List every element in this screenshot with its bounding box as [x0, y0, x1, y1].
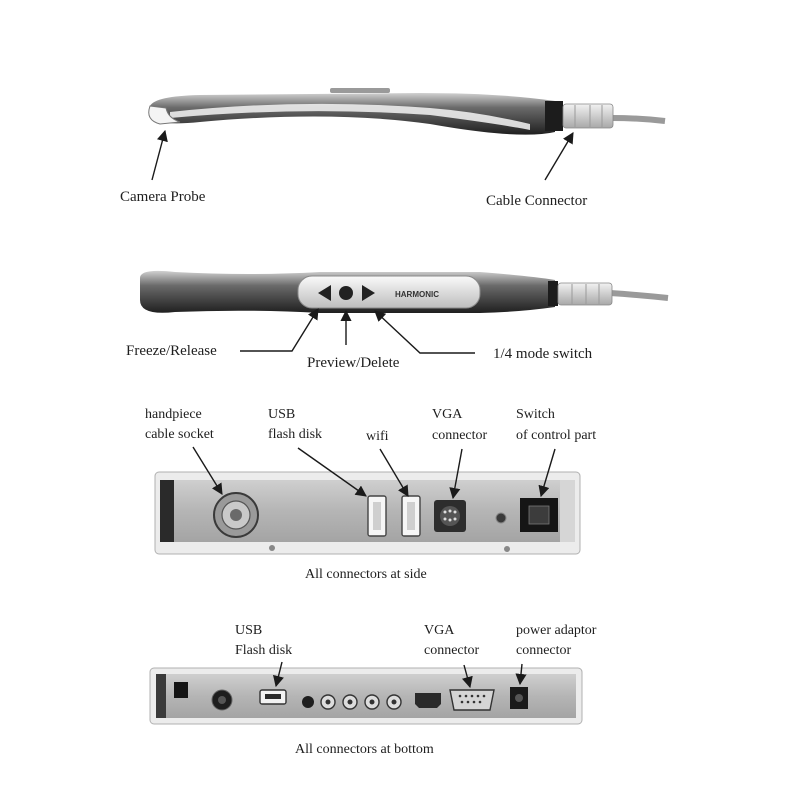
freeze-release-label: Freeze/Release — [126, 343, 217, 359]
freeze-release-arrow — [240, 308, 319, 352]
camera-probe-label: Camera Probe — [120, 189, 206, 205]
socket-arrow — [192, 446, 223, 495]
side-panel-edge-dark — [160, 480, 174, 542]
cable-connector-collar — [545, 101, 563, 131]
camera-probe-lens — [148, 105, 181, 125]
control-box-side — [154, 446, 581, 555]
usb-bottom-arrow — [273, 661, 284, 688]
mode-switch-button[interactable] — [362, 285, 375, 301]
control-box-bottom — [149, 661, 583, 725]
handpiece-socket-label-line1: handpiece — [145, 407, 202, 422]
mode-switch-arrow — [374, 310, 475, 354]
side-small-jack[interactable] — [495, 512, 507, 524]
bottom-switch[interactable] — [174, 682, 188, 698]
handpiece-side-view — [148, 88, 666, 181]
freeze-release-button[interactable] — [318, 285, 331, 301]
usb-label-line1: USB — [268, 407, 296, 422]
handpiece-side-buttons — [330, 88, 390, 93]
power-label-line2: connector — [516, 643, 572, 658]
cable-2 — [609, 290, 669, 301]
handpiece-side-body — [150, 93, 555, 135]
cable-connector-collar-2 — [548, 281, 558, 306]
usb-bottom-label-line1: USB — [235, 623, 263, 638]
camera-probe-arrow — [151, 129, 168, 181]
usb-bottom-label-line2: Flash disk — [235, 643, 293, 658]
switch-arrow — [538, 448, 556, 498]
hdmi-port[interactable] — [415, 693, 441, 708]
power-bottom-arrow — [515, 663, 527, 686]
preview-delete-label: Preview/Delete — [307, 355, 400, 371]
vga-connector-bottom[interactable] — [449, 689, 495, 711]
usb-arrow — [297, 447, 367, 497]
handpiece-top-view: HARMONIC — [140, 270, 669, 354]
switch-label-line1: Switch — [516, 407, 555, 422]
vga-label-line2: connector — [432, 428, 488, 443]
cable-connector-label: Cable Connector — [486, 193, 588, 209]
bottom-panel-edge-dark — [156, 674, 166, 718]
power-label-line1: power adaptor — [516, 623, 597, 638]
cable-connector-arrow — [544, 132, 574, 181]
button-panel — [297, 275, 481, 309]
cable-connector-2 — [557, 282, 613, 306]
mode-switch-label: 1/4 mode switch — [493, 346, 593, 362]
vga-bottom-label-line1: VGA — [424, 623, 455, 638]
vga-arrow — [449, 448, 463, 500]
cable-1 — [611, 115, 666, 124]
bottom-caption: All connectors at bottom — [295, 742, 434, 757]
vga-bottom-arrow — [461, 664, 473, 689]
usb-label-line2: flash disk — [268, 427, 323, 442]
side-panel-right-edge — [560, 480, 575, 542]
switch-label-line2: of control part — [516, 428, 597, 443]
vga-bottom-label-line2: connector — [424, 643, 480, 658]
side-caption: All connectors at side — [305, 567, 427, 582]
cable-connector — [562, 103, 614, 129]
wifi-label: wifi — [366, 429, 389, 444]
preview-delete-button[interactable] — [339, 286, 353, 300]
brand-logo: HARMONIC — [395, 290, 439, 299]
vga-label-line1: VGA — [432, 407, 463, 422]
wifi-arrow — [379, 448, 409, 497]
handpiece-socket-label-line2: cable socket — [145, 427, 214, 442]
handpiece-side-highlight — [170, 103, 530, 130]
audio-jack[interactable] — [302, 696, 314, 708]
